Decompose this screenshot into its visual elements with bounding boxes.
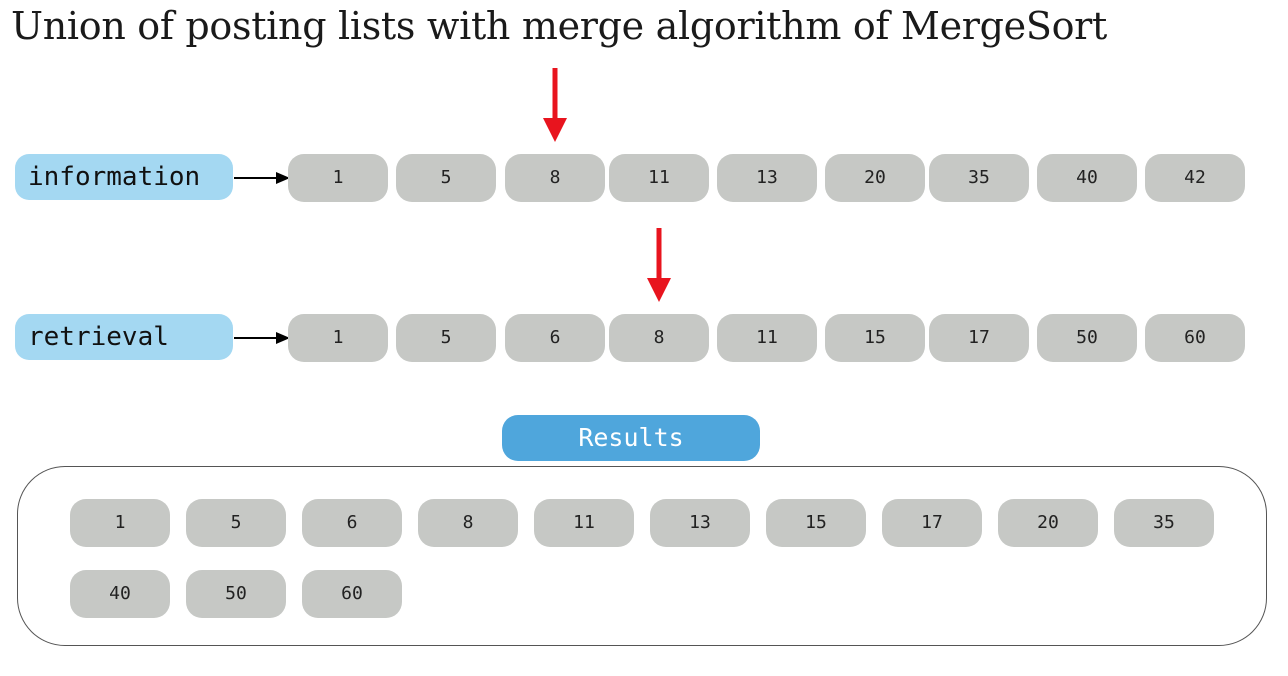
- pointer-arrow-retrieval: [647, 228, 671, 302]
- posting-cell: 42: [1145, 154, 1245, 202]
- diagram-title: Union of posting lists with merge algori…: [11, 4, 1107, 48]
- result-cell: 20: [998, 499, 1098, 547]
- posting-cell: 5: [396, 314, 496, 362]
- posting-cell: 20: [825, 154, 925, 202]
- posting-cell: 11: [609, 154, 709, 202]
- pointer-arrow-information: [543, 68, 567, 142]
- result-cell: 5: [186, 499, 286, 547]
- list-arrow-information: [234, 172, 290, 184]
- posting-cell: 11: [717, 314, 817, 362]
- posting-cell: 17: [929, 314, 1029, 362]
- result-cell: 40: [70, 570, 170, 618]
- result-cell: 8: [418, 499, 518, 547]
- result-cell: 11: [534, 499, 634, 547]
- result-cell: 60: [302, 570, 402, 618]
- posting-cell: 6: [505, 314, 605, 362]
- result-cell: 35: [1114, 499, 1214, 547]
- posting-cell: 13: [717, 154, 817, 202]
- posting-cell: 1: [288, 314, 388, 362]
- result-cell: 15: [766, 499, 866, 547]
- term-retrieval: retrieval: [15, 314, 233, 360]
- posting-cell: 40: [1037, 154, 1137, 202]
- result-cell: 6: [302, 499, 402, 547]
- posting-cell: 1: [288, 154, 388, 202]
- result-cell: 13: [650, 499, 750, 547]
- posting-cell: 50: [1037, 314, 1137, 362]
- posting-cell: 15: [825, 314, 925, 362]
- result-cell: 17: [882, 499, 982, 547]
- posting-cell: 5: [396, 154, 496, 202]
- posting-cell: 60: [1145, 314, 1245, 362]
- list-arrow-retrieval: [234, 332, 290, 344]
- posting-cell: 8: [505, 154, 605, 202]
- result-cell: 1: [70, 499, 170, 547]
- result-cell: 50: [186, 570, 286, 618]
- posting-cell: 8: [609, 314, 709, 362]
- posting-cell: 35: [929, 154, 1029, 202]
- results-label: Results: [502, 415, 760, 461]
- term-information: information: [15, 154, 233, 200]
